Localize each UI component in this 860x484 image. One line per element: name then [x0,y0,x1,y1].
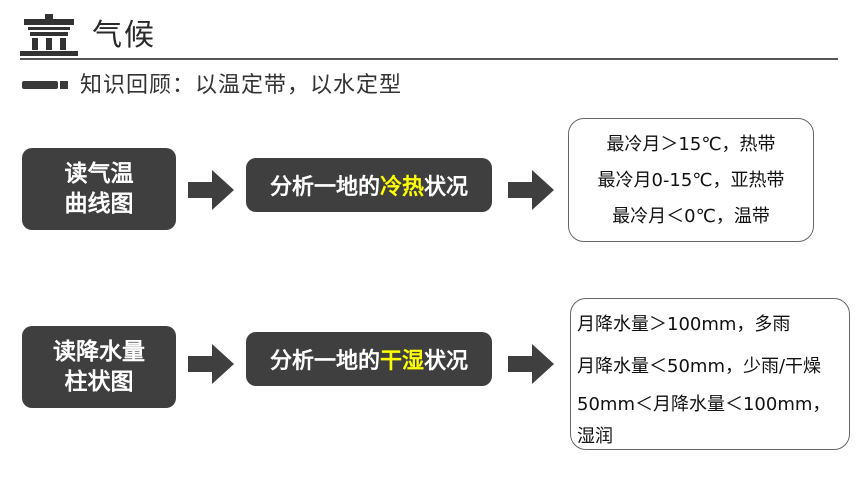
moisture-result-humid: 50mm＜月降水量＜100mm， [577,394,831,415]
temperature-result-temperate: 最冷月＜0℃，温带 [612,206,770,227]
temperature-result-tropical: 最冷月＞15℃，热带 [606,134,776,155]
read-precipitation-line2: 柱状图 [64,369,134,395]
read-temperature-line1: 读气温 [64,161,134,187]
read-precipitation-box: 读降水量 柱状图 [22,326,176,408]
moisture-result-wet: 月降水量＞100mm，多雨 [577,314,791,335]
temperature-zone-result-box: 最冷月＞15℃，热带 最冷月0-15℃，亚热带 最冷月＜0℃，温带 [568,118,814,242]
subtitle-dot-marker [60,81,68,89]
read-precipitation-line1: 读降水量 [53,339,145,365]
subtitle-bar-marker [22,81,58,89]
analyze-moisture-highlight: 干湿 [379,349,424,374]
arrow-right-icon [508,170,554,210]
title-divider [20,58,838,60]
analyze-moisture-prefix: 分析一地的 [269,349,380,374]
analyze-temperature-box: 分析一地的冷热状况 [246,158,492,212]
read-temperature-box: 读气温 曲线图 [22,148,176,230]
temperature-result-subtropical: 最冷月0-15℃，亚热带 [597,170,785,191]
analyze-temperature-highlight: 冷热 [379,175,424,200]
arrow-right-icon [508,344,554,384]
read-temperature-line2: 曲线图 [64,191,134,217]
arrow-right-icon [188,170,234,210]
page-title: 气候 [92,18,156,53]
arrow-right-icon [188,344,234,384]
analyze-temperature-suffix: 状况 [424,175,469,200]
analyze-temperature-prefix: 分析一地的 [269,175,380,200]
moisture-result-box: 月降水量＞100mm，多雨 月降水量＜50mm，少雨/干燥 50mm＜月降水量＜… [570,298,850,450]
subtitle: 知识回顾：以温定带，以水定型 [80,73,403,98]
moisture-result-humid-label: 湿润 [577,426,613,447]
moisture-result-dry: 月降水量＜50mm，少雨/干燥 [577,356,822,377]
analyze-moisture-box: 分析一地的干湿状况 [246,332,492,386]
analyze-moisture-suffix: 状况 [424,349,469,374]
pavilion-icon [20,14,78,56]
